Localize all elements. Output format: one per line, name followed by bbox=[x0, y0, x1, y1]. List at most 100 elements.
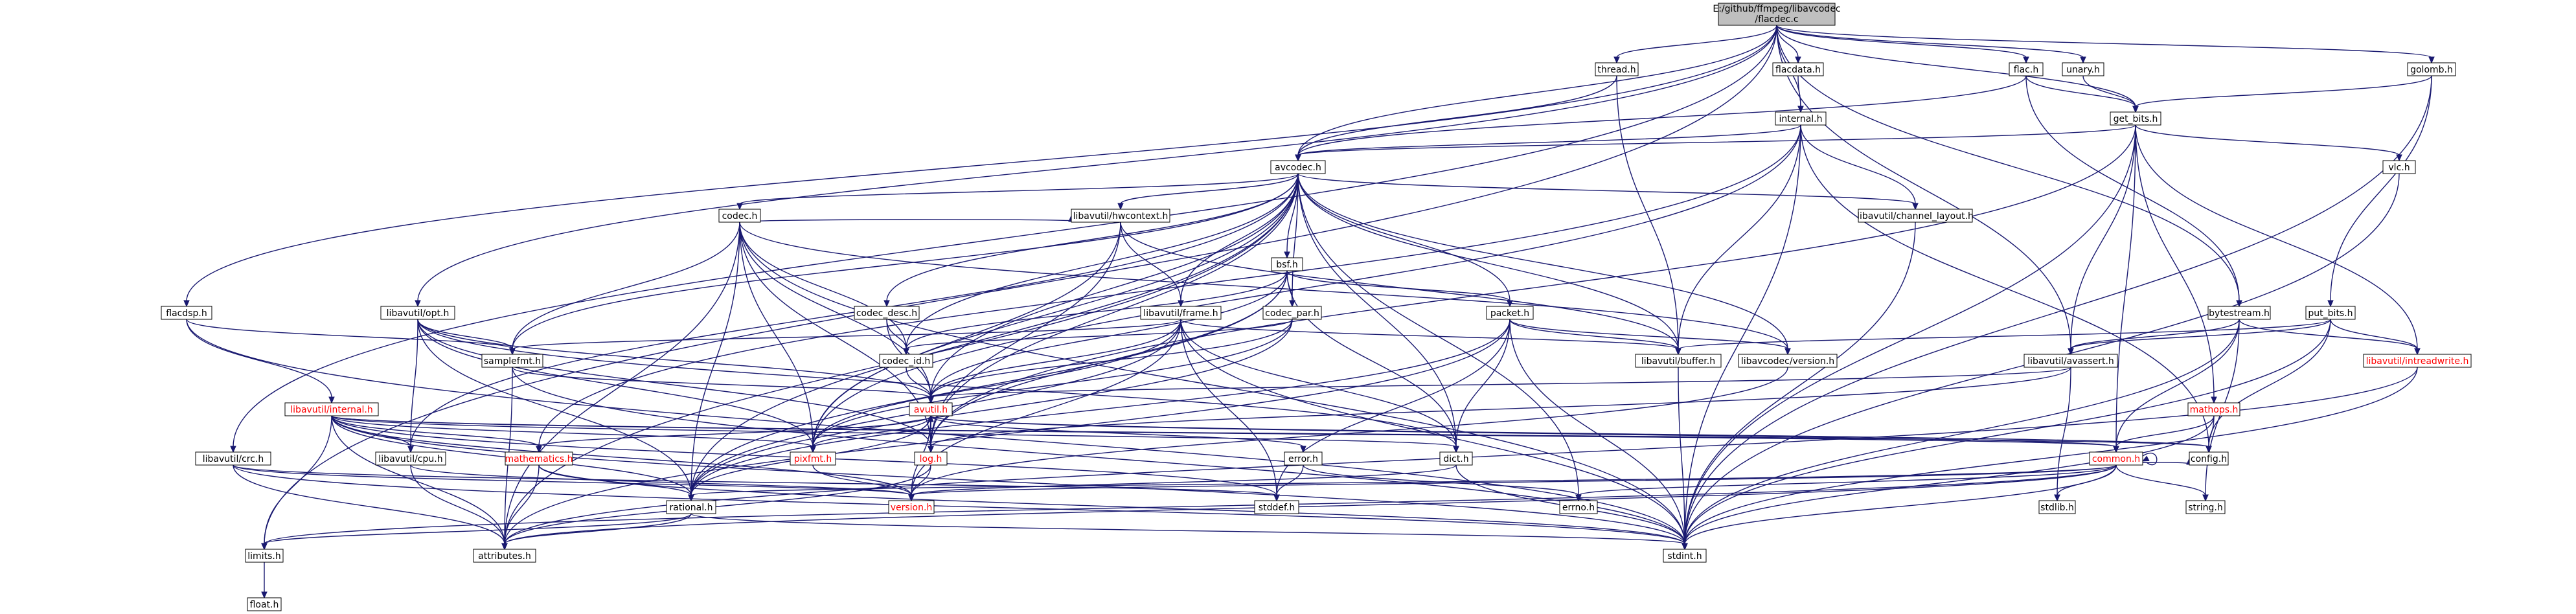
edge-line bbox=[504, 222, 740, 545]
node-mathematics-h[interactable]: mathematics.h bbox=[505, 451, 573, 466]
node-codec-par-h[interactable]: codec_par.h bbox=[1262, 306, 1322, 320]
edge-line bbox=[417, 25, 1777, 302]
node-codec-id-h[interactable]: codec_id.h bbox=[879, 354, 933, 368]
node-intreadwrite-h[interactable]: libavutil/intreadwrite.h bbox=[2363, 354, 2472, 368]
node-put-bits-h[interactable]: put_bits.h bbox=[2305, 306, 2356, 320]
node-box bbox=[1635, 354, 1722, 368]
node-crc-h[interactable]: libavutil/crc.h bbox=[195, 451, 271, 466]
node-avutil-h[interactable]: avutil.h bbox=[909, 402, 953, 416]
edge-opt_h-to-log_h bbox=[417, 319, 934, 453]
node-stdint-h[interactable]: stdint.h bbox=[1663, 549, 1707, 563]
node-errno-h[interactable]: errno.h bbox=[1559, 500, 1598, 514]
node-flacdsp-h[interactable]: flacdsp.h bbox=[161, 306, 212, 320]
node-buffer-h[interactable]: libavutil/buffer.h bbox=[1635, 354, 1722, 368]
edge-packet_h-to-buffer_h bbox=[1509, 319, 1681, 356]
node-cpu-h[interactable]: libavutil/cpu.h bbox=[375, 451, 446, 466]
edge-packet_h-to-rational_h bbox=[688, 319, 1510, 502]
node-golomb-h[interactable]: golomb.h bbox=[2407, 62, 2456, 76]
edge-flac_h-to-avcodec_h bbox=[1295, 75, 2027, 162]
node-dict-h[interactable]: dict.h bbox=[1439, 451, 1473, 466]
node-codec-desc-h[interactable]: codec_desc.h bbox=[854, 306, 920, 320]
node-config-h[interactable]: config.h bbox=[2189, 451, 2229, 466]
node-box bbox=[2110, 111, 2161, 126]
node-avcodec-h[interactable]: avcodec.h bbox=[1270, 160, 1326, 174]
node-avc-version-h[interactable]: libavcodec/version.h bbox=[1738, 354, 1838, 368]
node-label: flac.h bbox=[2014, 65, 2038, 75]
node-get-bits-h[interactable]: get_bits.h bbox=[2110, 111, 2161, 126]
node-bsf-h[interactable]: bsf.h bbox=[1271, 257, 1303, 271]
node-rational-h[interactable]: rational.h bbox=[666, 500, 716, 514]
edge-line bbox=[690, 513, 1685, 545]
node-label: config.h bbox=[2191, 454, 2227, 464]
node-error-h[interactable]: error.h bbox=[1284, 451, 1323, 466]
node-box bbox=[284, 402, 379, 416]
node-unary-h[interactable]: unary.h bbox=[2062, 62, 2104, 76]
edge-line bbox=[264, 415, 332, 545]
node-box bbox=[1775, 111, 1827, 126]
node-hwcontext-h[interactable]: libavutil/hwcontext.h bbox=[1071, 209, 1170, 223]
node-attributes-h[interactable]: attributes.h bbox=[473, 549, 536, 563]
node-stdlib-h[interactable]: stdlib.h bbox=[2038, 500, 2076, 514]
edge-line bbox=[1180, 173, 1299, 302]
node-version-h[interactable]: version.h bbox=[888, 500, 935, 514]
node-box bbox=[505, 451, 573, 466]
edge-root-to-limits_h bbox=[261, 25, 1777, 551]
edge-bsf_h-to-codec_par_h bbox=[1286, 270, 1295, 308]
node-mathops-h[interactable]: mathops.h bbox=[2187, 402, 2240, 416]
node-box bbox=[161, 306, 212, 320]
node-label: libavcodec/version.h bbox=[1741, 356, 1834, 367]
node-box bbox=[1270, 160, 1326, 174]
edge-put_bits_h-to-intreadwrite_h bbox=[2330, 319, 2421, 356]
edge-line bbox=[186, 319, 513, 350]
node-pixfmt-h[interactable]: pixfmt.h bbox=[790, 451, 836, 466]
node-bytestream-h[interactable]: bytestream.h bbox=[2207, 306, 2271, 320]
edge-line bbox=[1297, 173, 1579, 496]
edge-line bbox=[264, 25, 1777, 545]
node-box bbox=[1718, 3, 1836, 26]
node-log-h[interactable]: log.h bbox=[914, 451, 948, 466]
edge-common_h-to-rational_h bbox=[688, 464, 2117, 502]
node-frame-h[interactable]: libavutil/frame.h bbox=[1140, 306, 1222, 320]
node-flacdata-h[interactable]: flacdata.h bbox=[1772, 62, 1824, 76]
node-float-h[interactable]: float.h bbox=[247, 597, 282, 611]
node-stddef-h[interactable]: stddef.h bbox=[1254, 500, 1299, 514]
edge-arrowhead bbox=[903, 348, 909, 356]
edge-avcodec_h-to-errno_h bbox=[1297, 173, 1582, 502]
edge-log_h-to-avutil_h bbox=[928, 415, 934, 452]
edge-line bbox=[1120, 173, 1299, 205]
node-packet-h[interactable]: packet.h bbox=[1486, 306, 1534, 320]
node-common-h[interactable]: common.h bbox=[2089, 451, 2143, 466]
edge-arrowhead bbox=[1507, 300, 1513, 308]
node-label: bytestream.h bbox=[2209, 308, 2270, 319]
edge-line bbox=[690, 270, 1288, 496]
node-thread-h[interactable]: thread.h bbox=[1595, 62, 1639, 76]
node-label-line: /flacdec.c bbox=[1755, 14, 1798, 25]
node-limits-h[interactable]: limits.h bbox=[245, 549, 284, 563]
node-label: mathops.h bbox=[2190, 405, 2239, 415]
edge-limits_h-to-float_h bbox=[261, 562, 268, 599]
edge-line bbox=[690, 319, 1293, 496]
edge-line bbox=[1180, 319, 1679, 350]
node-root[interactable]: E:/github/ffmpeg/libavcodec/flacdec.c bbox=[1713, 3, 1841, 26]
node-label: version.h bbox=[891, 503, 933, 513]
node-samplefmt-h[interactable]: samplefmt.h bbox=[481, 354, 543, 368]
node-string-h[interactable]: string.h bbox=[2185, 500, 2226, 514]
node-opt-h[interactable]: libavutil/opt.h bbox=[380, 306, 455, 320]
edge-root-to-crc_h bbox=[230, 25, 1777, 453]
edge-cpu_h-to-version_h bbox=[410, 464, 915, 502]
node-box bbox=[2363, 354, 2472, 368]
edge-line bbox=[1180, 319, 1685, 545]
node-vlc-h[interactable]: vlc.h bbox=[2382, 160, 2416, 174]
node-codec-h[interactable]: codec.h bbox=[718, 209, 761, 223]
node-channel-layout-h[interactable]: libavutil/channel_layout.h bbox=[1857, 209, 1974, 223]
edge-get_bits_h-to-intreadwrite_h bbox=[2135, 124, 2421, 356]
node-label: libavutil/frame.h bbox=[1143, 308, 1218, 319]
edge-line bbox=[2115, 319, 2240, 448]
node-avassert-h[interactable]: libavutil/avassert.h bbox=[2023, 354, 2118, 368]
edge-line bbox=[2070, 124, 2136, 350]
node-flac-h[interactable]: flac.h bbox=[2009, 62, 2044, 76]
node-label: get_bits.h bbox=[2114, 114, 2158, 124]
node-avutil-internal-h[interactable]: libavutil/internal.h bbox=[284, 402, 379, 416]
node-internal-h[interactable]: internal.h bbox=[1775, 111, 1827, 126]
edge-line bbox=[930, 222, 1121, 448]
